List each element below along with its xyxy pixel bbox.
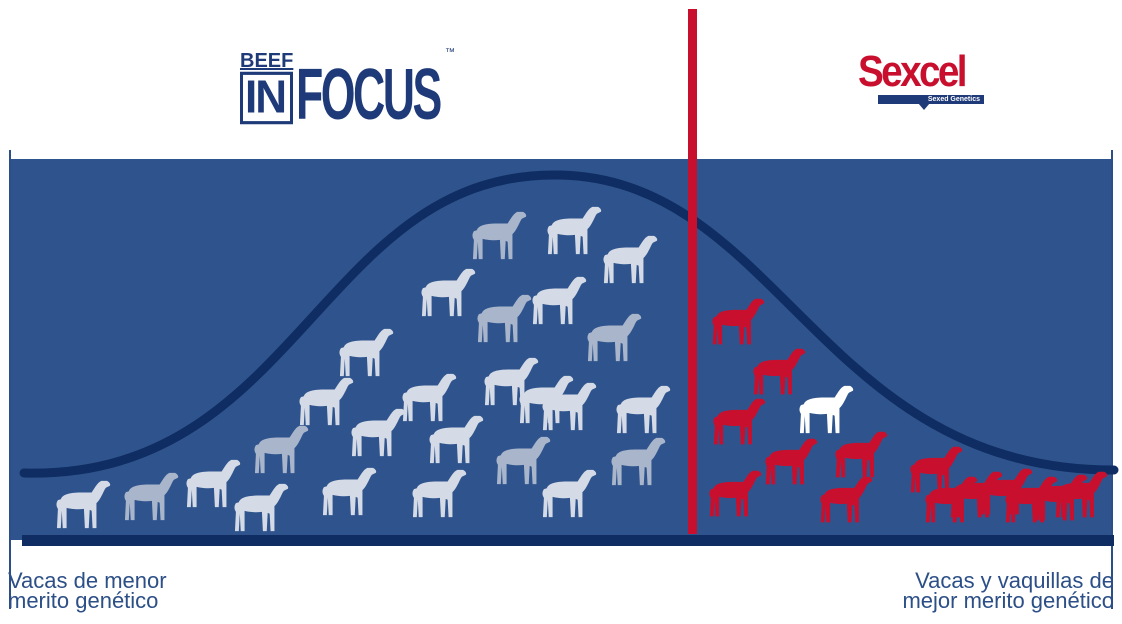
tagline-arrow-icon (918, 103, 930, 110)
caption-lower-merit: Vacas de menor merito genético (8, 568, 167, 613)
caption-right-line2: mejor merito genético (902, 588, 1114, 613)
sexcel-word: Sexcel (858, 47, 968, 96)
brand-band (0, 0, 1122, 150)
distribution-diagram (11, 9, 1119, 546)
sexcel-tagline: Sexed Genetics (878, 95, 984, 104)
in-word: IN (240, 71, 294, 125)
beef-in-focus-logo: BEEF IN FOCUS ™ (240, 43, 486, 131)
caption-higher-merit: Vacas y vaquillas de mejor merito genéti… (902, 568, 1114, 613)
caption-left-line2: merito genético (8, 588, 159, 613)
beef-in-block: BEEF IN (240, 50, 294, 125)
sexcel-logo: Sexcel Sexed Genetics (858, 50, 988, 120)
beef-word: BEEF (240, 50, 294, 72)
divider-line (688, 9, 697, 534)
trademark-mark: ™ (445, 47, 455, 58)
bell-curve (19, 170, 1119, 478)
caption-left-line1: Vacas de menor (8, 568, 167, 593)
baseline-bar (22, 535, 1114, 546)
caption-right-line1: Vacas y vaquillas de (915, 568, 1114, 593)
